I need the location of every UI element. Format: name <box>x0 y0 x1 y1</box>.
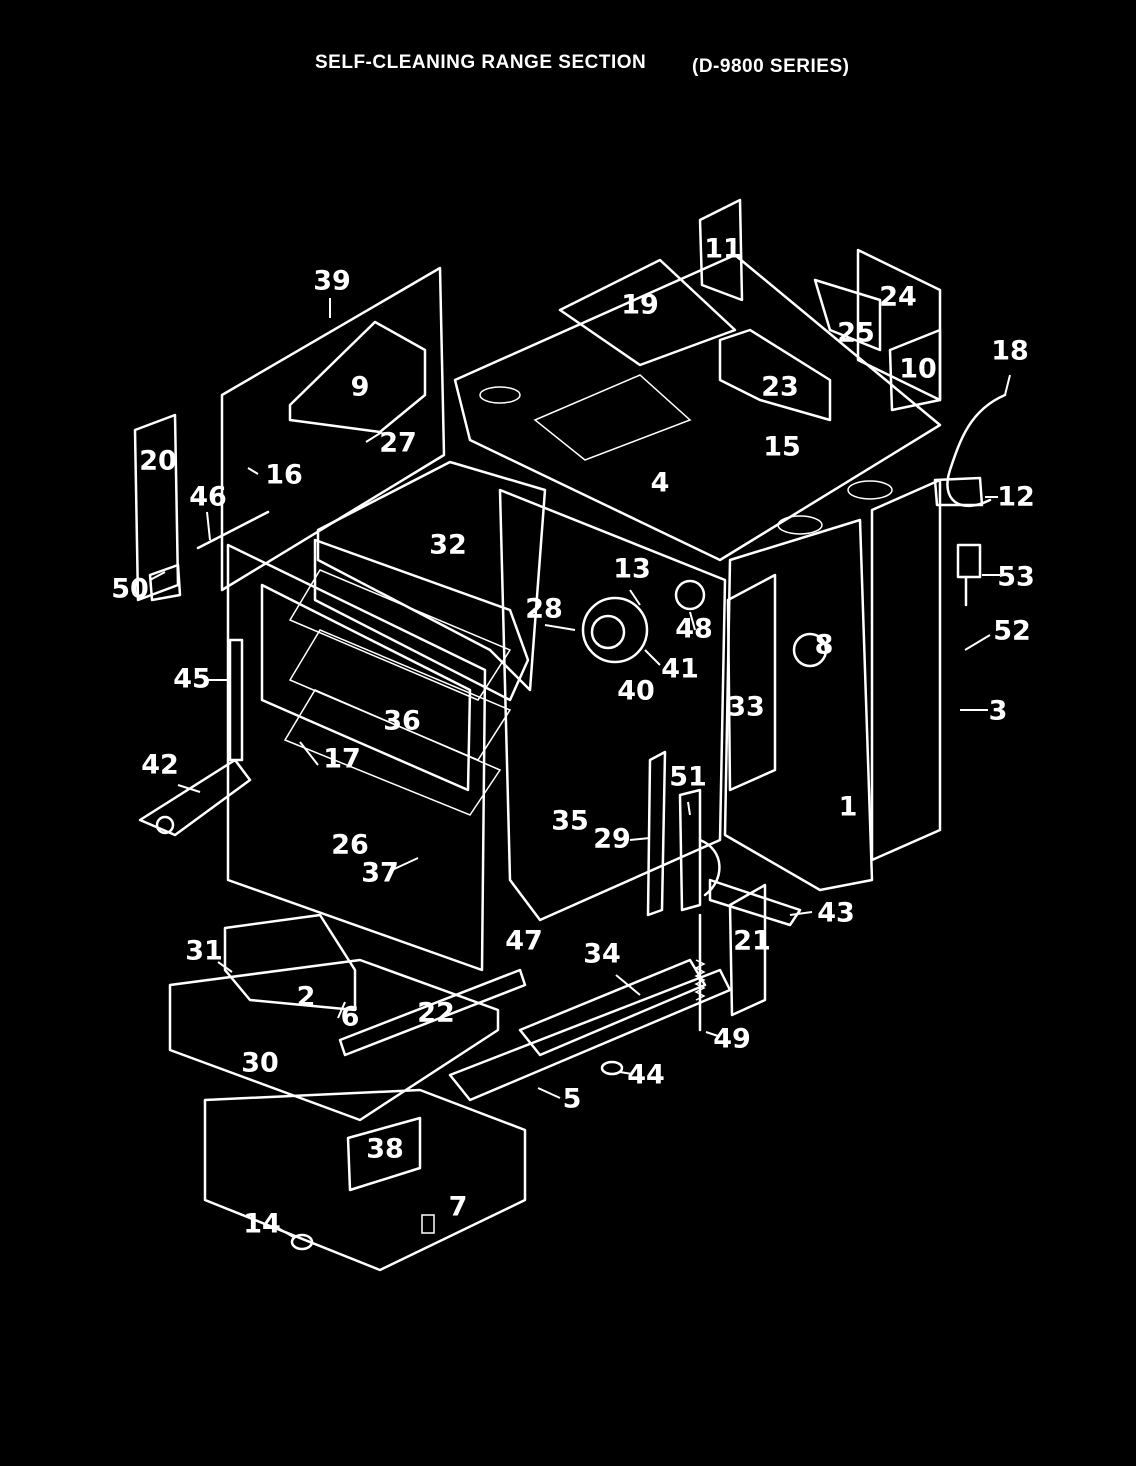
part-number-21: 21 <box>733 926 771 957</box>
part-number-30: 30 <box>241 1048 279 1079</box>
part-number-23: 23 <box>761 372 799 403</box>
part-number-27: 27 <box>379 428 417 459</box>
part-number-49: 49 <box>713 1024 751 1055</box>
part-number-51: 51 <box>669 762 707 793</box>
part-number-19: 19 <box>621 290 659 321</box>
part-number-13: 13 <box>613 554 651 585</box>
part-number-40: 40 <box>617 676 655 707</box>
part-number-10: 10 <box>899 354 937 385</box>
part-number-31: 31 <box>185 936 223 967</box>
part-number-17: 17 <box>323 744 361 775</box>
part-number-15: 15 <box>763 432 801 463</box>
part-number-47: 47 <box>505 926 543 957</box>
diagram-series: (D-9800 SERIES) <box>692 56 849 77</box>
part-number-8: 8 <box>815 630 834 661</box>
part-number-12: 12 <box>997 482 1035 513</box>
part-number-38: 38 <box>366 1134 404 1165</box>
part-number-32: 32 <box>429 530 467 561</box>
part-number-45: 45 <box>173 664 211 695</box>
part-number-11: 11 <box>704 234 742 265</box>
part-number-26: 26 <box>331 830 369 861</box>
part-number-48: 48 <box>675 614 713 645</box>
part-number-29: 29 <box>593 824 631 855</box>
leader-lines <box>149 298 1011 1239</box>
part-number-44: 44 <box>627 1060 665 1091</box>
part-number-4: 4 <box>651 468 670 499</box>
part-number-52: 52 <box>993 616 1031 647</box>
part-number-5: 5 <box>563 1084 582 1115</box>
part-number-16: 16 <box>265 460 303 491</box>
part-number-34: 34 <box>583 939 621 970</box>
part-number-46: 46 <box>189 482 227 513</box>
part-number-28: 28 <box>525 594 563 625</box>
part-number-2: 2 <box>297 982 316 1013</box>
part-number-43: 43 <box>817 898 855 929</box>
part-number-42: 42 <box>141 750 179 781</box>
part-number-35: 35 <box>551 806 589 837</box>
part-number-14: 14 <box>243 1209 281 1240</box>
part-number-36: 36 <box>383 706 421 737</box>
diagram-title: SELF-CLEANING RANGE SECTION <box>315 52 646 73</box>
part-number-37: 37 <box>361 858 399 889</box>
part-number-33: 33 <box>727 692 765 723</box>
part-number-53: 53 <box>997 562 1035 593</box>
part-outlines <box>133 198 1007 1272</box>
part-number-20: 20 <box>139 446 177 477</box>
part-number-3: 3 <box>989 696 1008 727</box>
part-number-41: 41 <box>661 654 699 685</box>
part-number-callouts: 1 2 3 4 5 6 7 8 9 10 11 12 13 14 15 16 1… <box>111 234 1035 1240</box>
part-number-39: 39 <box>313 266 351 297</box>
part-number-22: 22 <box>417 998 455 1029</box>
part-number-24: 24 <box>879 282 917 313</box>
part-number-18: 18 <box>991 336 1029 367</box>
part-number-6: 6 <box>341 1002 360 1033</box>
part-number-7: 7 <box>449 1192 468 1223</box>
part-number-25: 25 <box>837 318 875 349</box>
part-number-50: 50 <box>111 574 149 605</box>
part-number-9: 9 <box>351 372 370 403</box>
part-number-1: 1 <box>839 792 858 823</box>
